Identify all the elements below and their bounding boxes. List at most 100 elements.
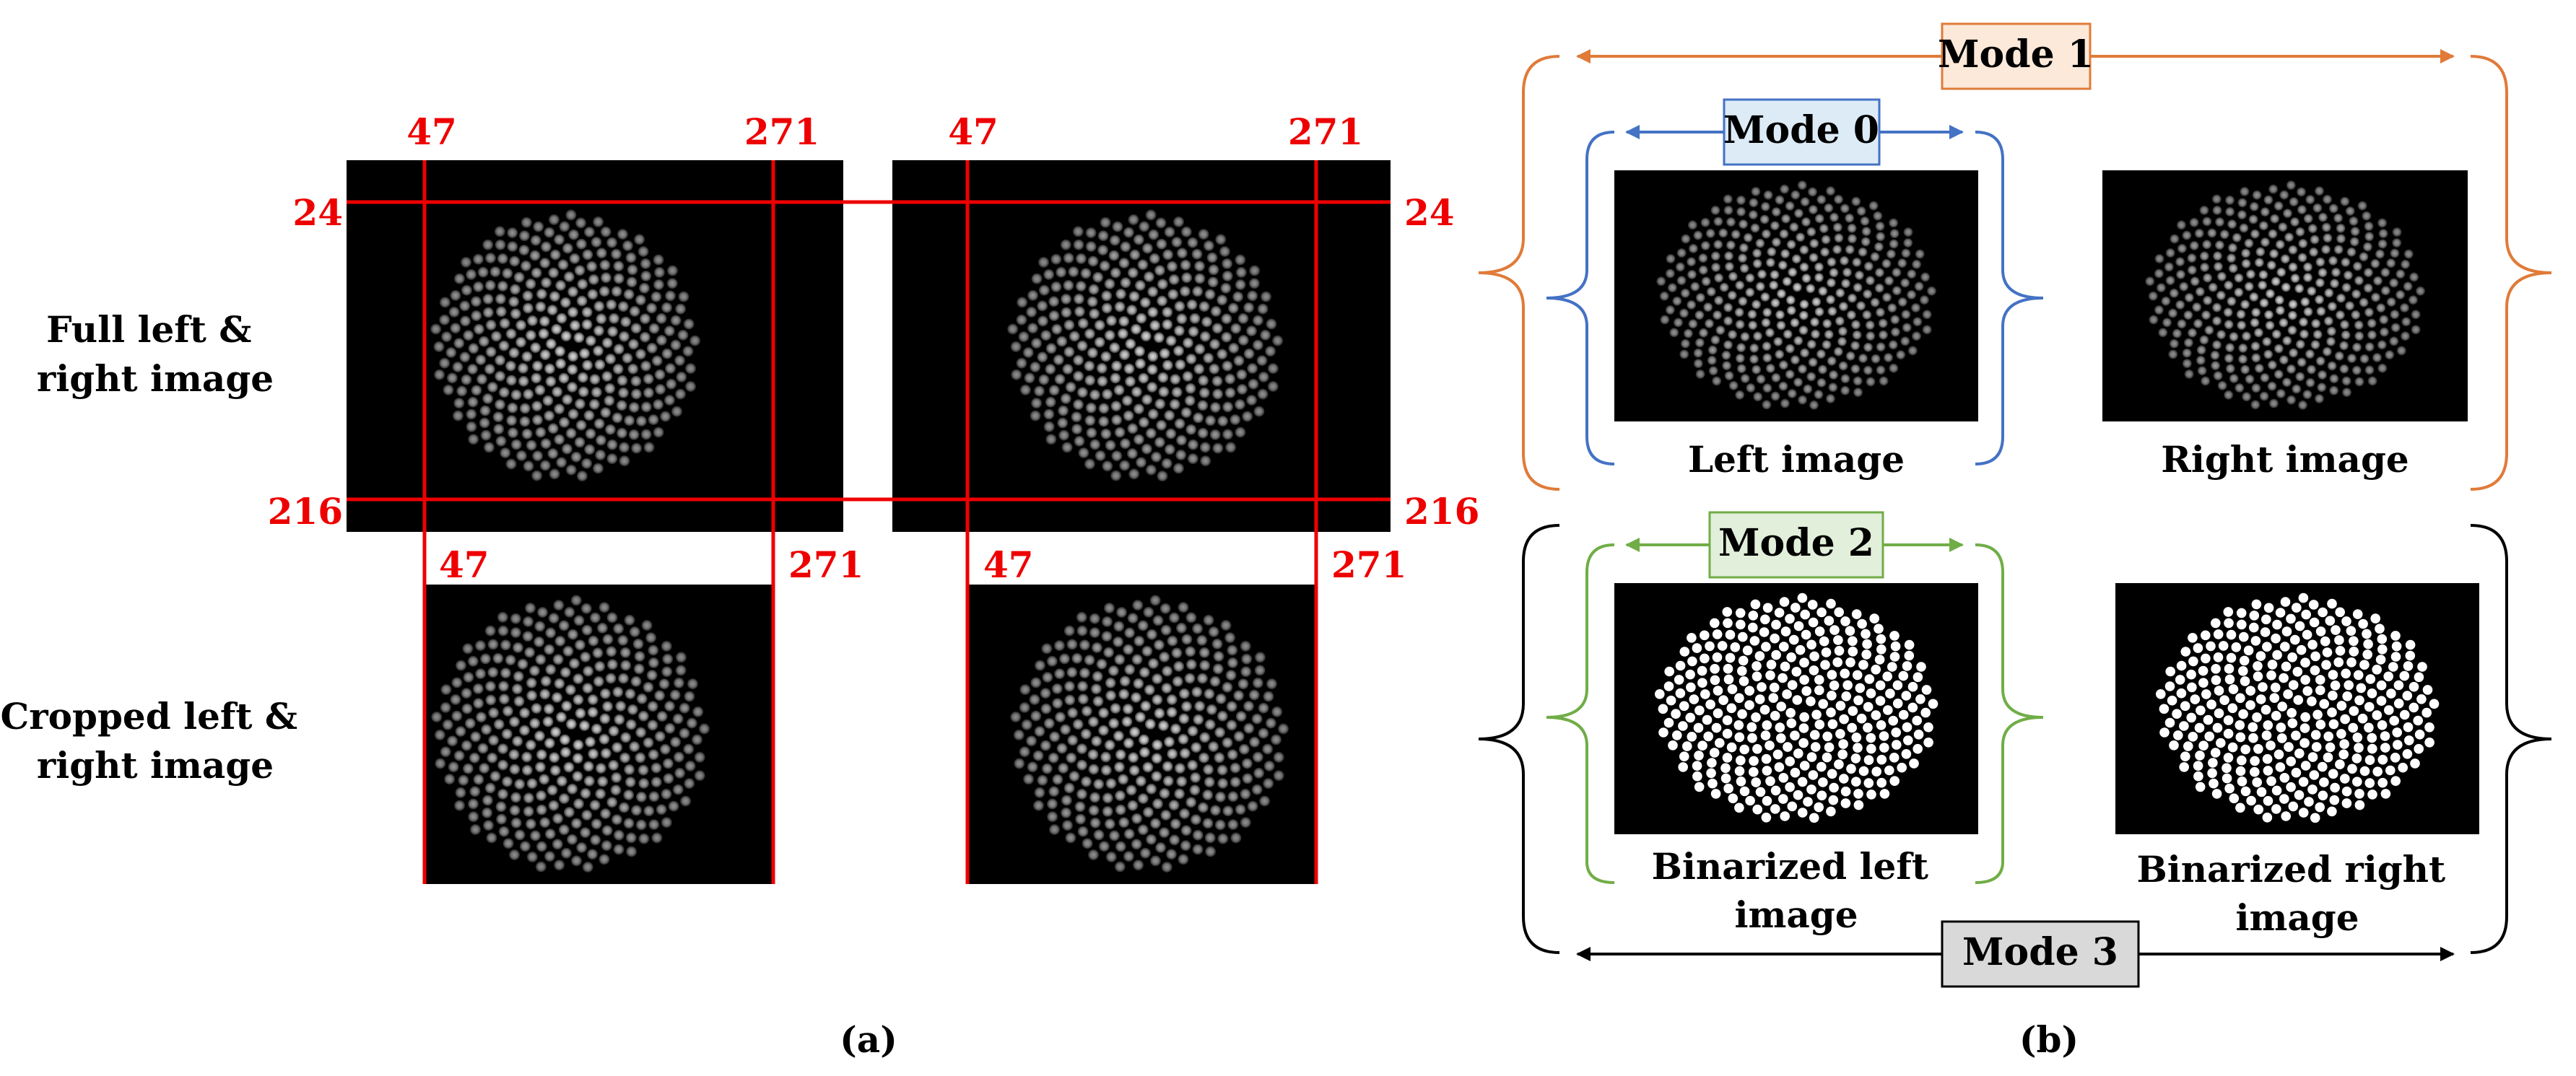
spot — [487, 639, 499, 650]
spot — [569, 253, 580, 264]
spot — [1737, 709, 1747, 719]
spot — [2252, 190, 2262, 200]
spot — [507, 227, 518, 239]
spot — [1233, 730, 1245, 742]
mode2-group: Mode 2 — [1546, 511, 2044, 884]
spot — [1780, 811, 1790, 821]
spot — [1254, 665, 1266, 676]
spot — [1147, 307, 1159, 318]
spot — [500, 447, 511, 458]
spot — [518, 362, 528, 374]
spot — [1235, 266, 1247, 278]
spot — [559, 221, 570, 232]
spot — [1172, 675, 1183, 687]
spot — [2401, 259, 2411, 269]
spot — [2307, 639, 2318, 650]
spot — [2211, 361, 2221, 371]
spot — [2390, 323, 2401, 333]
spot — [1806, 227, 1816, 237]
spot — [2227, 219, 2237, 229]
spot — [562, 645, 574, 657]
spot — [1038, 374, 1050, 385]
spot — [2378, 229, 2388, 239]
spot — [479, 763, 490, 774]
spot — [2253, 671, 2263, 682]
spot — [676, 371, 687, 382]
spot — [550, 726, 562, 738]
spot — [1243, 701, 1254, 712]
spot — [1126, 784, 1137, 796]
spot — [612, 412, 623, 424]
spot — [2269, 693, 2280, 703]
spot — [1785, 369, 1795, 380]
spot — [1061, 807, 1072, 818]
spot — [1769, 280, 1779, 290]
spot — [2367, 330, 2377, 340]
spot — [600, 407, 612, 419]
spot — [1171, 387, 1183, 398]
spot — [1720, 773, 1731, 784]
spot — [630, 375, 642, 387]
spot — [1853, 789, 1863, 799]
spot — [2187, 253, 2197, 263]
spot — [575, 707, 586, 719]
spot — [1151, 451, 1162, 463]
spot — [2364, 701, 2375, 712]
spot — [2299, 738, 2310, 748]
spot — [2148, 291, 2158, 301]
spot — [547, 305, 558, 316]
spot — [1790, 767, 1801, 778]
spot — [1061, 307, 1072, 318]
spot — [1839, 714, 1849, 725]
spot — [1733, 720, 1744, 730]
spot — [2237, 755, 2247, 766]
spot — [661, 302, 672, 313]
spot — [2211, 194, 2222, 204]
spot — [662, 653, 674, 665]
spot — [1133, 434, 1144, 445]
spot — [1098, 725, 1109, 736]
spot — [1071, 411, 1082, 423]
spot — [495, 354, 506, 366]
spot — [1227, 819, 1239, 831]
spot — [1063, 319, 1075, 331]
spot — [2354, 276, 2364, 286]
spot — [595, 788, 606, 800]
spot — [570, 818, 582, 829]
spot — [589, 800, 601, 811]
spot — [1118, 817, 1130, 828]
spot — [1838, 302, 1848, 312]
spot — [482, 239, 494, 250]
spot — [2277, 733, 2287, 743]
spot — [629, 626, 640, 637]
spot — [1045, 396, 1056, 408]
spot — [2298, 777, 2309, 787]
spot — [1162, 359, 1173, 371]
spot — [2333, 657, 2344, 668]
spot — [1194, 701, 1206, 712]
spot — [484, 782, 496, 794]
spot — [2275, 240, 2285, 250]
spot — [2276, 388, 2286, 398]
spot — [653, 254, 664, 266]
spot — [1834, 194, 1843, 204]
spot — [442, 719, 453, 730]
spot — [1725, 652, 1736, 663]
spot — [587, 694, 599, 705]
spot — [1100, 428, 1112, 439]
spot — [1852, 670, 1863, 681]
spot — [1089, 627, 1100, 639]
spot — [654, 690, 666, 701]
spot — [561, 700, 573, 712]
spot — [2372, 665, 2382, 675]
spot — [1227, 644, 1238, 656]
spot — [1143, 606, 1154, 618]
spot — [608, 725, 619, 737]
spot — [593, 675, 604, 687]
spot — [2156, 283, 2166, 293]
spot — [494, 226, 505, 237]
spot — [563, 271, 575, 282]
spot — [631, 442, 643, 454]
spot — [1211, 638, 1223, 649]
spot — [1188, 326, 1199, 337]
